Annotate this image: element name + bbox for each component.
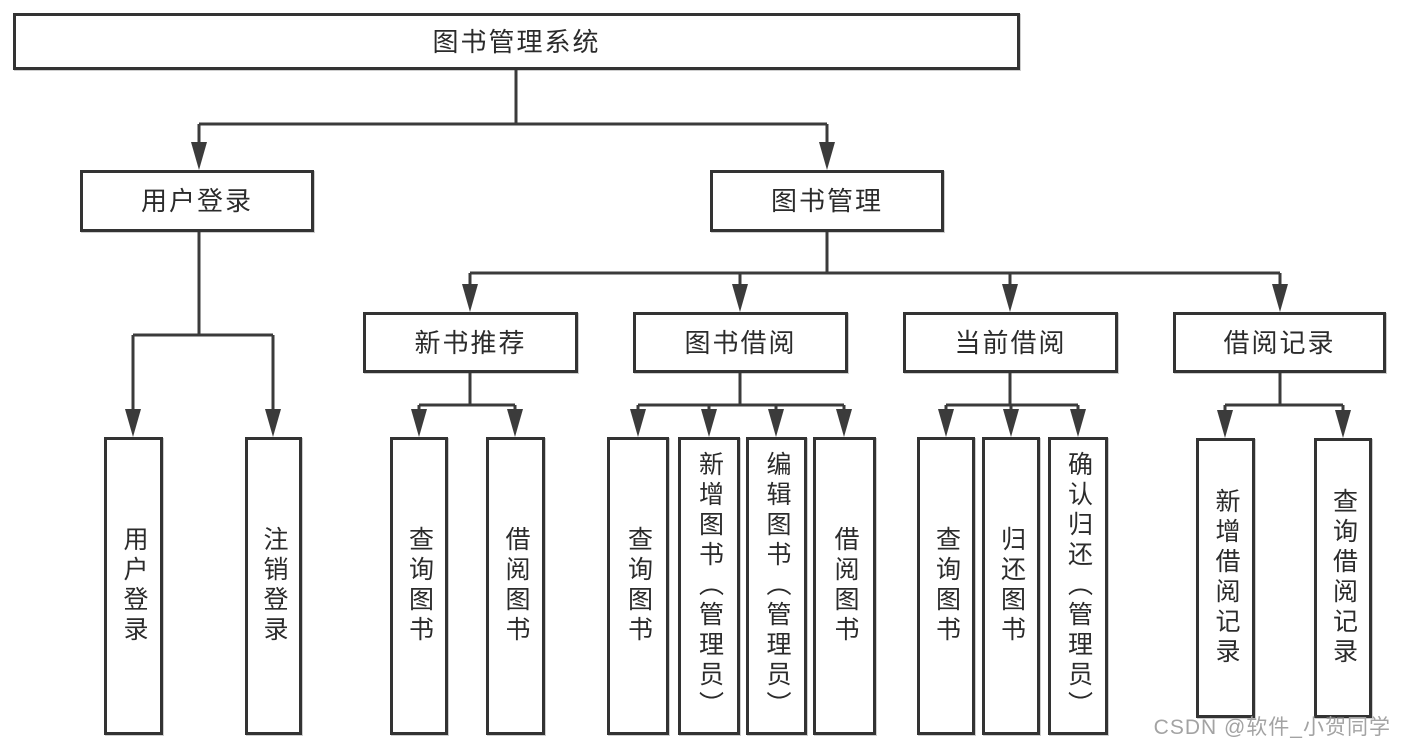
leaf-return-books: 归还图书: [982, 437, 1040, 735]
leaf-borrow-books-recommend: 借阅图书: [486, 437, 545, 735]
connector-user-login-to-leaves: [125, 232, 281, 437]
connector-root-to-level2: [191, 70, 835, 170]
leaf-label: 编辑图书（管理员）: [763, 451, 791, 721]
leaf-label: 查询图书: [932, 526, 961, 646]
node-label: 用户登录: [140, 186, 253, 216]
leaf-label: 归还图书: [997, 526, 1026, 646]
leaf-label: 新增图书（管理员）: [695, 451, 724, 721]
leaf-logout: 注销登录: [245, 437, 302, 735]
leaf-user-login: 用户登录: [104, 437, 163, 735]
node-book-borrow: 图书借阅: [633, 312, 848, 373]
connector-current-borrow-to-leaves: [938, 373, 1086, 437]
leaf-label: 借阅图书: [502, 526, 530, 646]
connector-new-book-recommend-to-leaves: [411, 373, 523, 437]
leaf-label: 查询借阅记录: [1329, 488, 1358, 668]
connector-book-borrow-to-leaves: [630, 373, 852, 437]
leaf-confirm-return-admin: 确认归还（管理员）: [1048, 437, 1108, 735]
leaf-label: 确认归还（管理员）: [1064, 451, 1093, 721]
node-borrow-records: 借阅记录: [1173, 312, 1386, 373]
node-library-management-system: 图书管理系统: [13, 13, 1020, 70]
node-current-borrow: 当前借阅: [903, 312, 1118, 373]
node-label: 借阅记录: [1223, 327, 1336, 358]
node-new-book-recommend: 新书推荐: [363, 312, 578, 373]
leaf-add-book-admin: 新增图书（管理员）: [678, 437, 740, 735]
leaf-label: 新增借阅记录: [1212, 488, 1240, 668]
leaf-add-borrow-record: 新增借阅记录: [1196, 438, 1255, 718]
leaf-query-books-recommend: 查询图书: [390, 437, 448, 735]
connector-book-management-to-level3: [462, 232, 1288, 312]
node-book-management: 图书管理: [710, 170, 944, 232]
leaf-borrow-books: 借阅图书: [813, 437, 876, 735]
leaf-query-books-current: 查询图书: [917, 437, 975, 735]
leaf-label: 借阅图书: [831, 526, 859, 646]
leaf-query-books-borrow: 查询图书: [607, 437, 669, 735]
node-user-login: 用户登录: [80, 170, 314, 232]
leaf-edit-book-admin: 编辑图书（管理员）: [746, 437, 807, 735]
node-label: 图书管理系统: [432, 26, 601, 57]
leaf-label: 查询图书: [405, 526, 434, 646]
node-label: 图书管理: [770, 186, 883, 216]
leaf-query-borrow-record: 查询借阅记录: [1314, 438, 1372, 718]
leaf-label: 用户登录: [120, 526, 148, 646]
node-label: 图书借阅: [684, 327, 797, 358]
watermark: CSDN @软件_小贺同学: [1153, 716, 1391, 739]
node-label: 新书推荐: [414, 327, 527, 358]
leaf-label: 注销登录: [260, 526, 288, 646]
leaf-label: 查询图书: [624, 526, 653, 646]
node-label: 当前借阅: [954, 327, 1067, 358]
connector-borrow-records-to-leaves: [1217, 373, 1351, 438]
